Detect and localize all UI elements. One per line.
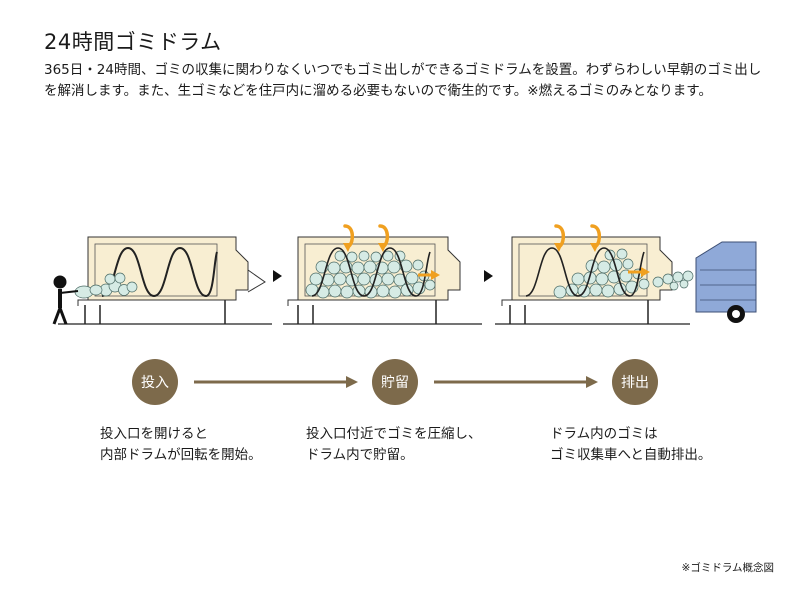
step-label-discharge: 排出 <box>621 375 649 391</box>
garbage-pile-1 <box>74 272 138 299</box>
page-title: 24時間ゴミドラム <box>44 30 222 54</box>
flow-arrow-1 <box>194 376 358 388</box>
drum-unit-1 <box>52 236 272 325</box>
transition-arrow-2 <box>484 270 493 282</box>
step-description-line: ゴミ収集車へと自動排出。 <box>550 447 712 463</box>
step-description-line: 投入口付近でゴミを圧縮し、 <box>306 426 482 442</box>
step-description-line: 内部ドラムが回転を開始。 <box>100 447 262 463</box>
garbage-pile-2 <box>305 250 436 299</box>
drum-unit-3 <box>495 224 694 325</box>
step-description-line: ドラム内のゴミは <box>550 426 658 442</box>
step-description-store: 投入口付近でゴミを圧縮し、 ドラム内で貯留。 <box>306 424 482 466</box>
step-description-line: 投入口を開けると <box>100 426 208 442</box>
person-figure <box>52 275 79 325</box>
step-circle-discharge: 排出 <box>612 359 658 405</box>
description-text: 365日・24時間、ゴミの収集に関わりなくいつでもゴミ出しができるゴミドラムを設… <box>44 62 762 99</box>
garbage-truck <box>695 241 757 323</box>
step-circle-insert: 投入 <box>132 359 178 405</box>
drum-unit-2 <box>283 224 482 325</box>
step-description-discharge: ドラム内のゴミは ゴミ収集車へと自動排出。 <box>550 424 711 466</box>
step-circle-store: 貯留 <box>372 359 418 405</box>
step-description-insert: 投入口を開けると 内部ドラムが回転を開始。 <box>100 424 262 466</box>
step-description-line: ドラム内で貯留。 <box>306 447 414 463</box>
step-label-insert: 投入 <box>141 375 169 391</box>
figure-caption: ※ゴミドラム概念図 <box>681 562 774 574</box>
transition-arrow-1 <box>273 270 282 282</box>
step-label-store: 貯留 <box>381 375 409 391</box>
flow-arrow-2 <box>434 376 598 388</box>
